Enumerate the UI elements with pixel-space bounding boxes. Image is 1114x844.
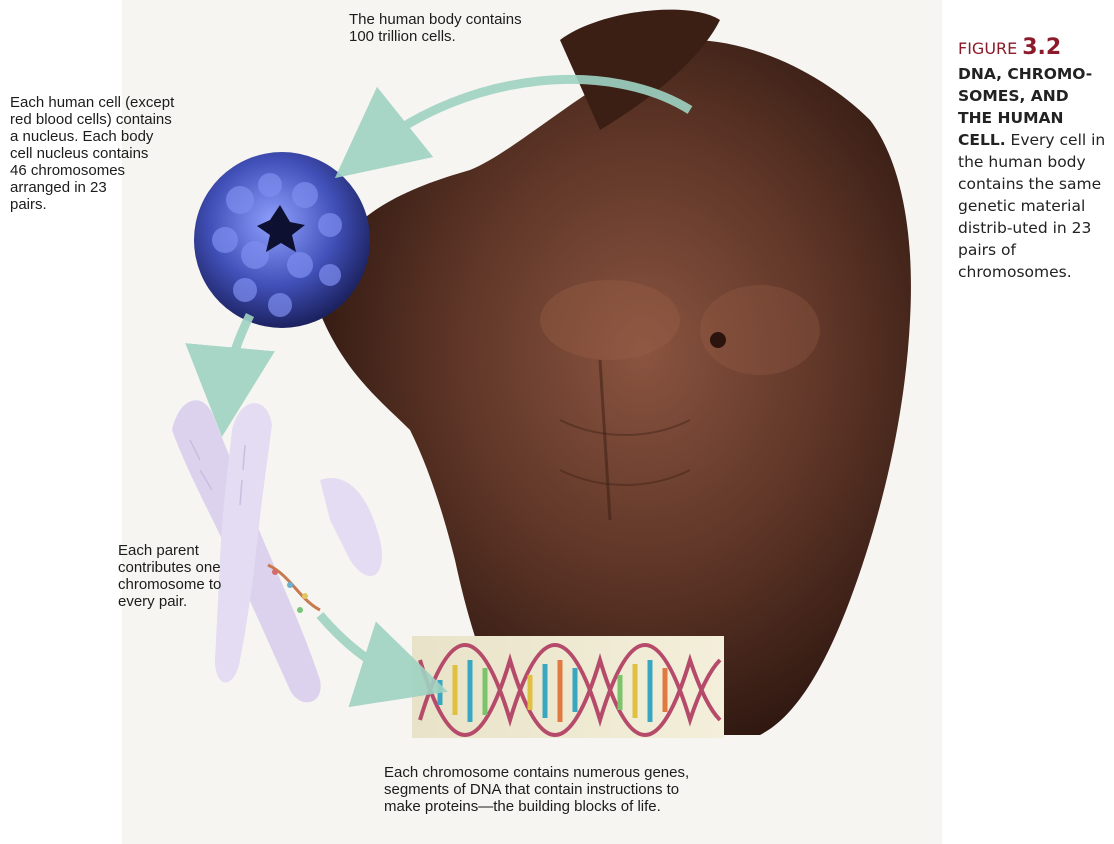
figure-number-line: FIGURE 3.2 [958,36,1108,61]
label-chromosome-genes: Each chromosome contains numerous genes,… [384,764,804,815]
caption-body: DNA, CHROMO- SOMES, AND THE HUMAN CELL. … [958,63,1108,283]
figure-word: FIGURE [958,39,1017,58]
label-parent-contribution: Each parent contributes one chromosome t… [118,542,268,610]
figure-caption: FIGURE 3.2 DNA, CHROMO- SOMES, AND THE H… [958,36,1108,283]
label-human-body: The human body contains 100 trillion cel… [349,11,589,45]
caption-text: Every cell in the human body contains th… [958,131,1105,281]
arrow-cell-to-chromosome [226,315,250,392]
label-human-cell: Each human cell (except red blood cells)… [10,94,230,213]
human-torso-image [315,10,911,735]
dna-helix-image [412,636,724,738]
arrow-chromosome-to-dna [320,615,405,678]
figure-number: 3.2 [1022,35,1061,60]
